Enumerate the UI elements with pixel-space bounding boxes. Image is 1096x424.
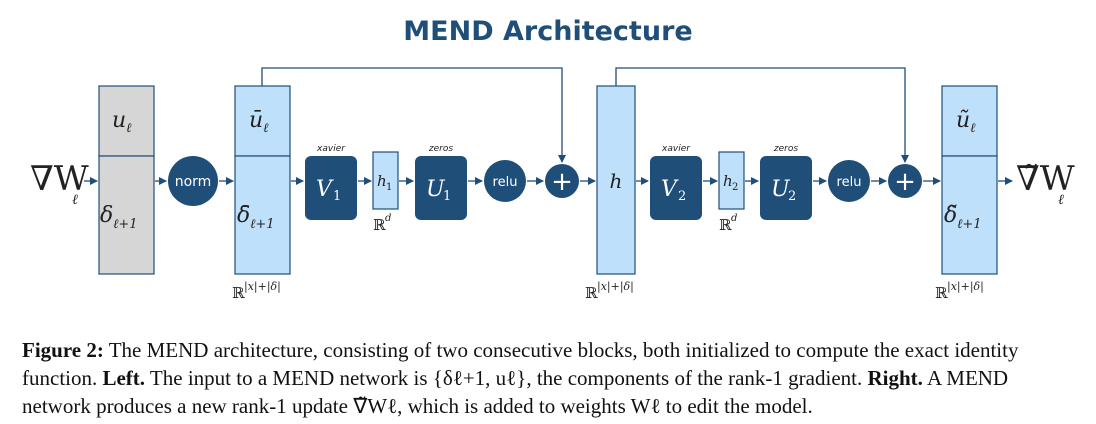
relu2-label: relu xyxy=(837,175,862,190)
relu1-label: relu xyxy=(493,175,518,190)
u2-label: U xyxy=(771,177,791,202)
input-u-sub: ℓ xyxy=(126,121,132,136)
input-delta-sub: ℓ+1 xyxy=(113,217,138,232)
hidden-state-bar xyxy=(596,85,636,275)
output-stack-top xyxy=(941,85,998,157)
v1-sub: 1 xyxy=(333,189,341,204)
caption-text-1: The MEND architecture, consisting of two… xyxy=(22,338,1019,390)
input-stack-top xyxy=(98,85,155,157)
u1-init-label: zeros xyxy=(428,144,453,154)
u1-sub: 1 xyxy=(443,189,451,204)
v2-init-label: xavier xyxy=(661,144,691,154)
h1-label: h xyxy=(377,172,387,190)
hidden-dim-label: ℝ xyxy=(585,284,598,302)
h2-dim-label: ℝ xyxy=(719,216,732,234)
h1-box xyxy=(372,151,399,210)
u1-box xyxy=(415,156,467,220)
architecture-diagram: ∇W ℓ u ℓ δ ℓ+1 norm ū ℓ δ̄ ℓ+1 ℝ |x|+|δ|… xyxy=(30,67,1075,302)
diagram-title: MEND Architecture xyxy=(403,16,693,47)
input-gradient-sub: ℓ xyxy=(72,192,78,208)
hidden-dim-sup: |x|+|δ| xyxy=(597,280,634,294)
norm-node xyxy=(168,156,218,206)
output-dim-label: ℝ xyxy=(935,284,948,302)
skip-connection-2 xyxy=(615,67,909,163)
output-gradient-label: ∇̃W xyxy=(1016,159,1075,199)
u2-sub: 2 xyxy=(788,189,796,204)
input-stack-bottom xyxy=(98,155,155,275)
output-u-label: ũ xyxy=(956,108,970,133)
v2-sub: 2 xyxy=(678,189,686,204)
figure-caption: Figure 2: The MEND architecture, consist… xyxy=(22,336,1078,420)
h2-box xyxy=(718,151,745,210)
caption-right-label: Right. xyxy=(867,366,923,390)
flow-arrows xyxy=(84,67,1013,185)
caption-text-3: A MEND network produces a new rank-1 upd… xyxy=(22,366,1009,418)
plus2-node xyxy=(888,164,922,198)
v1-init-label: xavier xyxy=(316,144,346,154)
u2-init-label: zeros xyxy=(773,144,798,154)
skip-connection-1 xyxy=(261,67,566,163)
v1-label: V xyxy=(316,177,334,202)
plus2-label: + xyxy=(894,167,916,197)
output-gradient-sub: ℓ xyxy=(1058,192,1064,208)
input-gradient-label: ∇W xyxy=(30,159,89,199)
input-delta-label: δ xyxy=(100,203,113,228)
output-delta-sub: ℓ+1 xyxy=(957,217,982,232)
normalized-delta-label: δ̄ xyxy=(237,203,250,228)
h1-dim-sup: d xyxy=(385,213,391,224)
normalized-u-sub: ℓ xyxy=(263,121,269,136)
caption-left-label: Left. xyxy=(102,366,146,390)
hidden-state-label: h xyxy=(610,169,623,193)
normalized-stack-bottom xyxy=(234,155,291,275)
h2-dim-sup: d xyxy=(731,213,737,224)
h1-sub: 1 xyxy=(386,182,392,193)
plus1-label: + xyxy=(551,167,573,197)
h1-dim-label: ℝ xyxy=(373,216,386,234)
caption-figure-label: Figure 2: xyxy=(22,338,104,362)
output-stack-bottom xyxy=(941,155,998,275)
caption-text-2: The input to a MEND network is {δℓ+1, uℓ… xyxy=(145,366,863,390)
u2-box xyxy=(760,156,812,220)
v2-box xyxy=(650,156,702,220)
normalized-dim-label: ℝ xyxy=(232,284,245,302)
normalized-u-label: ū xyxy=(249,108,263,133)
v2-label: V xyxy=(661,177,679,202)
plus1-node xyxy=(545,164,579,198)
normalized-delta-sub: ℓ+1 xyxy=(250,217,275,232)
normalized-dim-sup: |x|+|δ| xyxy=(244,280,281,294)
v1-box xyxy=(305,156,357,220)
output-u-sub: ℓ xyxy=(970,121,976,136)
u1-label: U xyxy=(426,177,446,202)
input-u-label: u xyxy=(112,108,126,133)
output-delta-label: δ̃ xyxy=(944,203,957,228)
relu1-node xyxy=(484,160,526,202)
relu2-node xyxy=(828,160,870,202)
norm-label: norm xyxy=(175,174,212,190)
h2-label: h xyxy=(723,172,733,190)
output-dim-sup: |x|+|δ| xyxy=(947,280,984,294)
h2-sub: 2 xyxy=(732,182,738,193)
